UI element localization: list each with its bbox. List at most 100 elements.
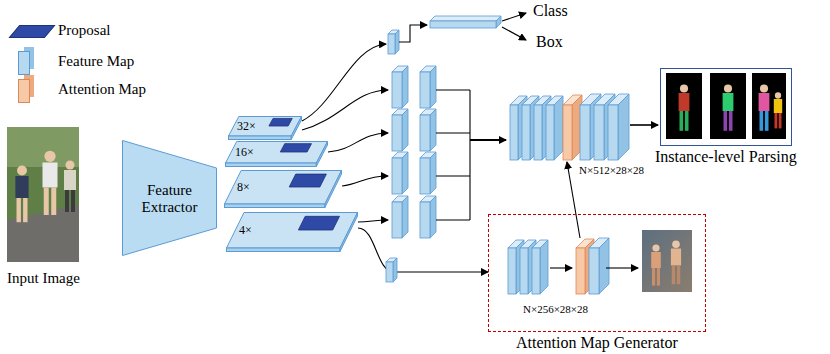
feature-map: [386, 258, 397, 282]
slab-front: [229, 136, 292, 140]
runner-body: [64, 170, 76, 190]
map-front: [546, 105, 554, 160]
attention-map: [563, 95, 582, 160]
map-side: [430, 196, 436, 238]
flow-arrow: [502, 13, 526, 21]
image-node: Input Image: [2, 127, 84, 289]
map-side: [402, 196, 408, 238]
map-side: [430, 152, 436, 194]
runner-leg: [51, 188, 56, 216]
runner-head: [724, 84, 732, 92]
node-text: 32×: [237, 120, 256, 133]
runner-leg: [71, 190, 75, 212]
flow-arrow: [342, 176, 388, 186]
feature-map: [392, 66, 408, 108]
runner-head: [44, 151, 55, 162]
attention-ground: [642, 230, 692, 292]
map-side: [402, 109, 408, 151]
attention-image: [642, 230, 692, 292]
runner-leg: [672, 266, 675, 285]
map-side: [430, 66, 436, 108]
map-front: [420, 158, 430, 194]
flow-line: [436, 89, 470, 90]
dimension-label: N×256×28×28: [522, 303, 589, 315]
proposal-region: [280, 144, 311, 152]
runner-body: [15, 176, 28, 198]
flow-line: [436, 132, 470, 133]
feature-map: [589, 238, 609, 294]
dimension-label: N×512×28×28: [578, 164, 645, 176]
runner-leg: [677, 266, 680, 285]
runner-leg: [23, 198, 27, 222]
feature-map: [392, 109, 408, 151]
runner-body: [671, 249, 681, 266]
feature-map: [546, 96, 563, 160]
runner-leg: [729, 111, 733, 131]
node-text: 8×: [237, 181, 250, 194]
slab-side: [316, 142, 327, 167]
map-front: [576, 248, 585, 294]
feature-map: [608, 94, 629, 160]
runner-leg: [65, 190, 69, 212]
runner-body: [774, 99, 782, 113]
parsing-results: [666, 73, 786, 139]
runner-body: [759, 93, 770, 111]
map-front: [563, 105, 572, 160]
flow-line: [436, 219, 470, 220]
trapezoid-outline: [123, 141, 217, 256]
extractor-trapezoid: Feature Extractor: [122, 140, 217, 256]
proposal-region: [269, 118, 292, 126]
map-front: [520, 248, 528, 294]
slab-top: [225, 171, 342, 205]
map-front: [594, 105, 604, 160]
runner-leg: [17, 198, 21, 222]
flow-arrow: [606, 267, 638, 268]
map-front: [608, 105, 618, 160]
legend-text: Proposal: [58, 22, 111, 39]
slab-top: [227, 213, 358, 249]
map-side: [496, 16, 501, 28]
flow-arrow: [550, 267, 572, 268]
map-front: [508, 248, 516, 294]
flow-line: [469, 90, 470, 220]
flow-arrow: [302, 90, 388, 130]
result-panel: Instance-level Parsing: [650, 68, 802, 170]
map-front: [532, 248, 540, 294]
dimension-label: Class: [533, 2, 568, 20]
runner-body: [723, 93, 734, 111]
runner-leg: [680, 111, 684, 131]
map-side: [393, 258, 397, 282]
map-front: [522, 105, 530, 160]
runner-head: [760, 84, 768, 92]
slab-side: [291, 117, 301, 140]
parsing-image: [710, 73, 746, 139]
flow-line: [436, 175, 470, 176]
feature-map: [532, 240, 548, 294]
map-side: [402, 152, 408, 194]
node-text: 16×: [235, 146, 254, 159]
runner-head: [680, 84, 688, 92]
flow-arrow: [630, 124, 658, 126]
slab-side: [340, 213, 358, 252]
map-front: [420, 72, 430, 108]
map-front: [420, 202, 430, 238]
slab-top: [226, 142, 328, 164]
slab-side: [325, 171, 342, 208]
map-side: [402, 66, 408, 108]
runner-leg: [652, 268, 655, 286]
slab-front: [226, 163, 317, 167]
pyramid-level: 4×: [226, 212, 358, 252]
flow-arrow: [502, 27, 526, 40]
runner-head: [652, 244, 659, 251]
parsing-image: [752, 73, 786, 139]
node-text: Instance-level Parsing: [655, 148, 797, 166]
legend-text: Attention Map: [58, 81, 146, 98]
dashed-border: [488, 214, 706, 332]
feature-map: [420, 109, 436, 151]
map-front: [392, 158, 402, 194]
node-text: Input Image: [7, 270, 80, 287]
map-side: [618, 94, 629, 160]
map-side: [540, 240, 548, 294]
map-front: [580, 105, 590, 160]
runner-leg: [724, 111, 728, 131]
